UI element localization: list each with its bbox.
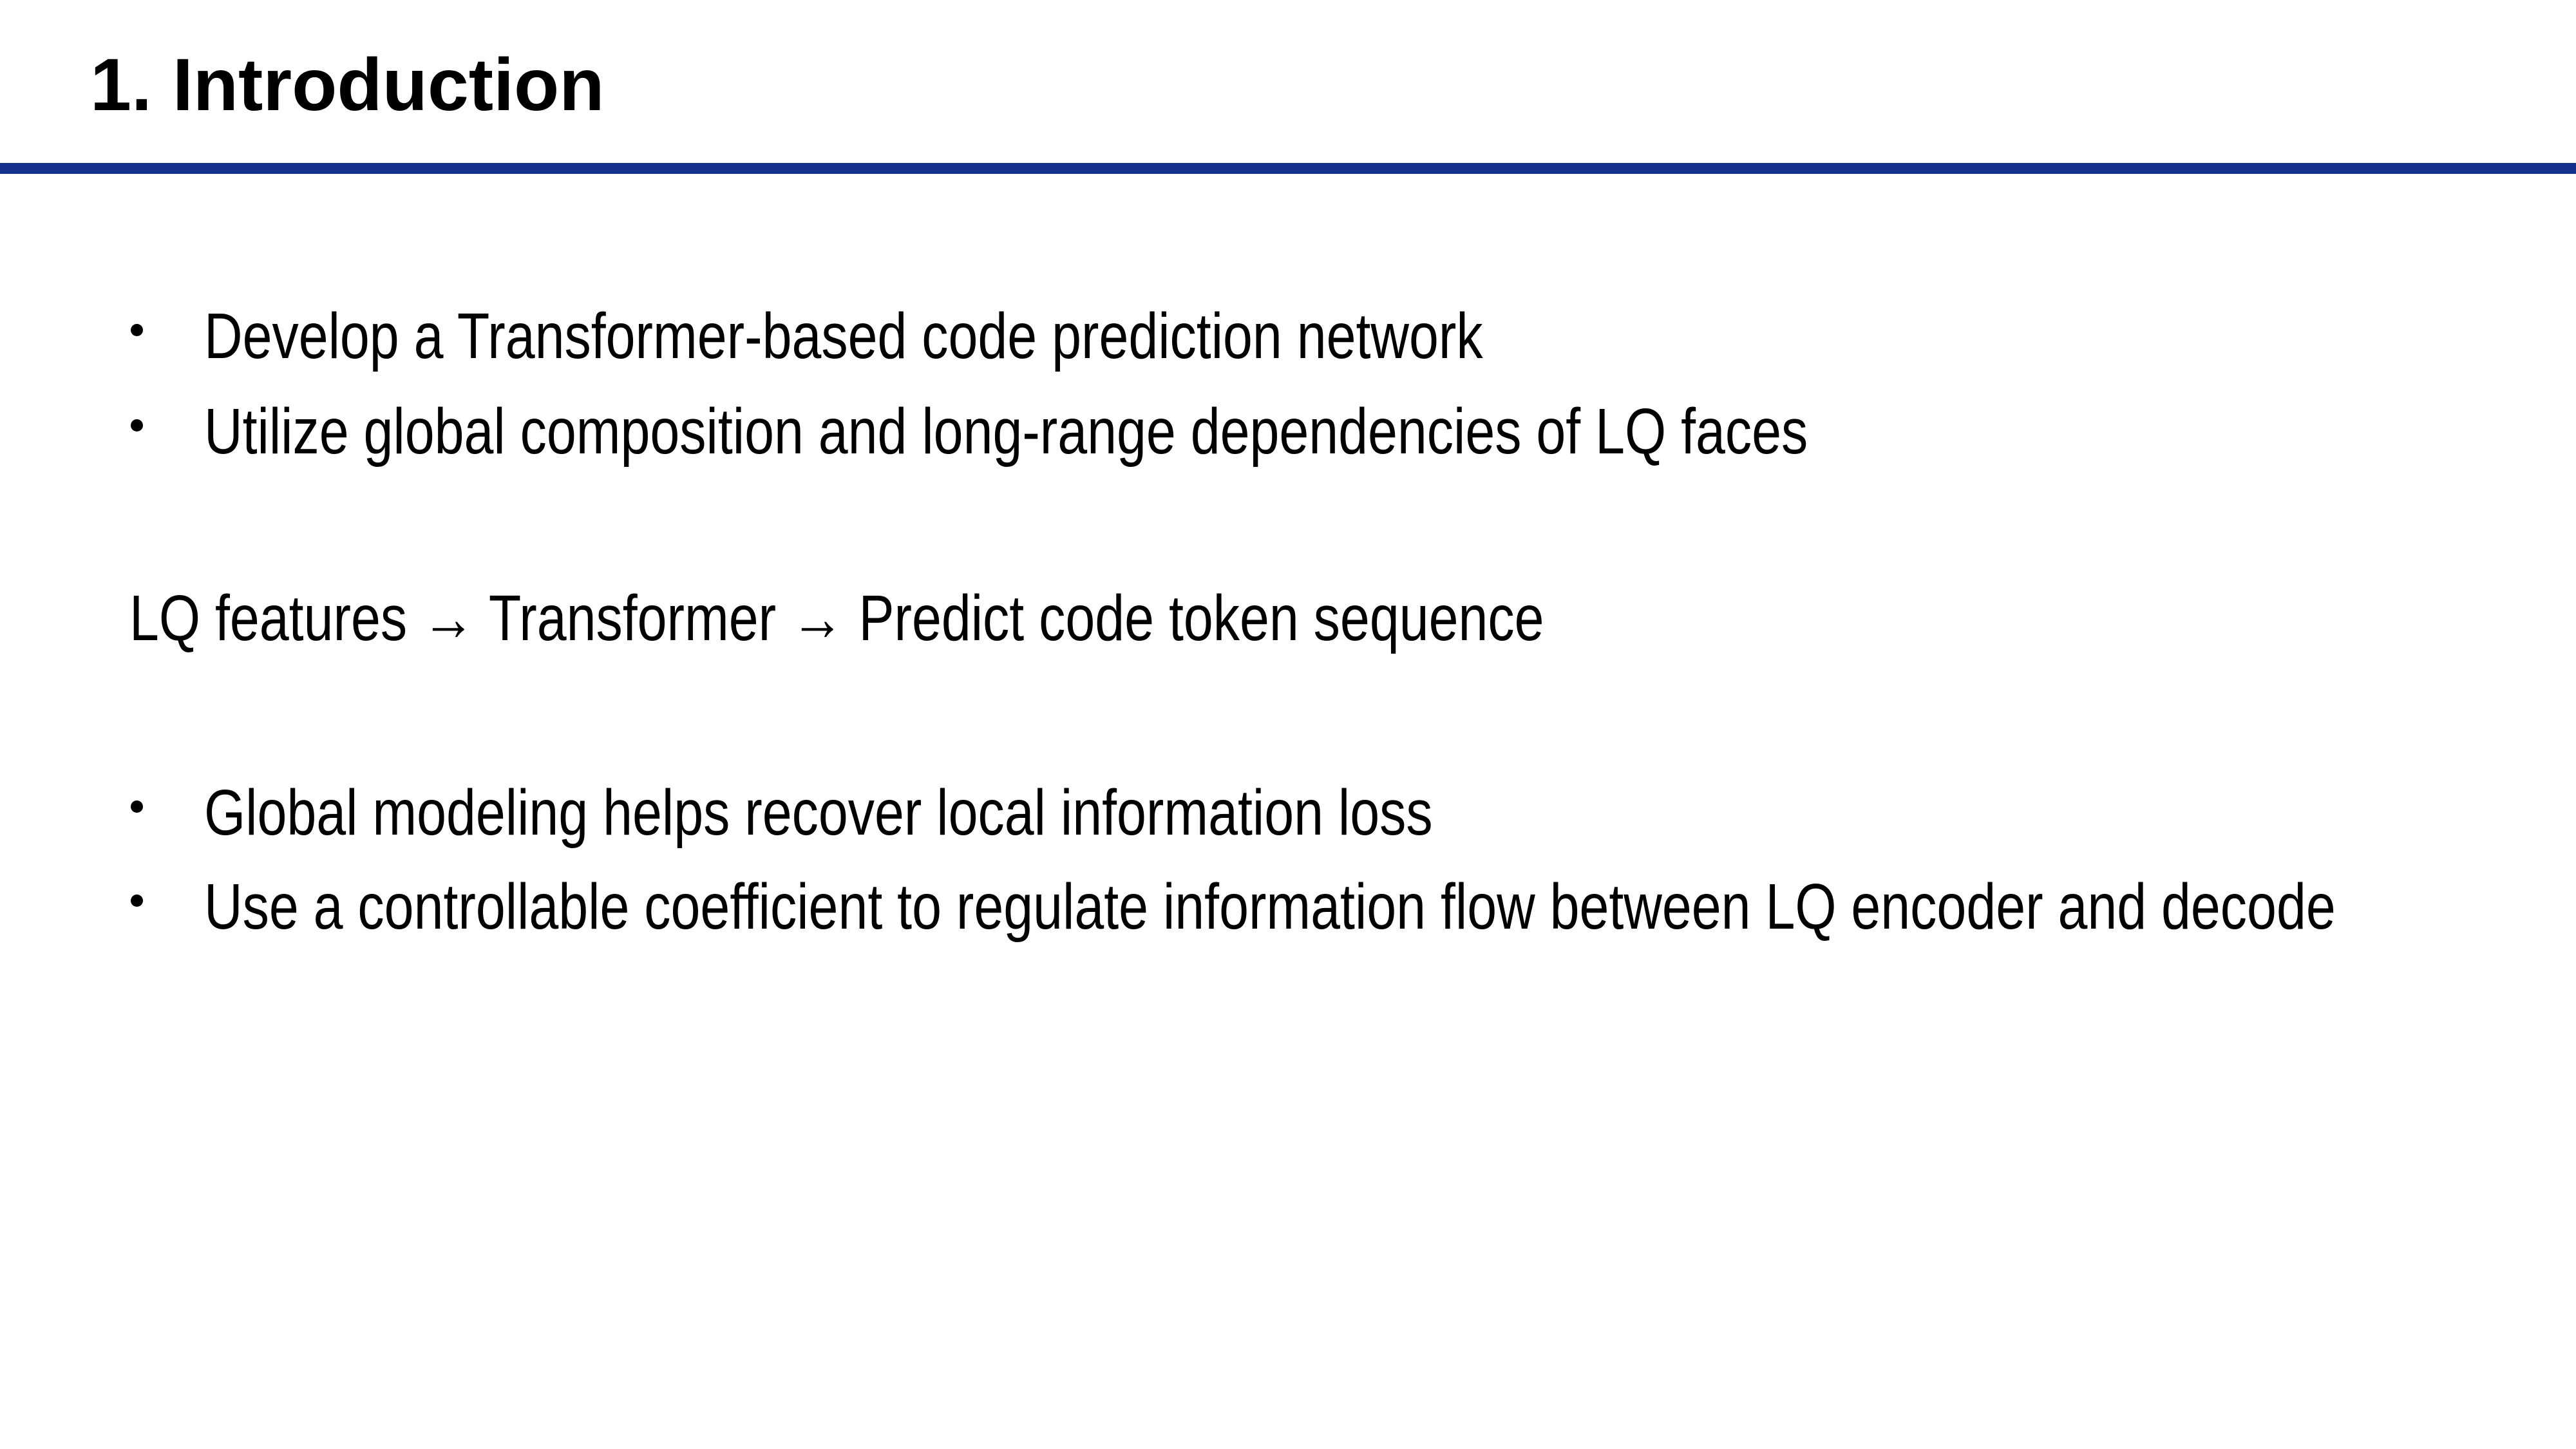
bullet-item: Utilize global composition and long-rang… [131,395,2148,469]
page-title: 1. Introduction [90,44,605,126]
bullet-text: Utilize global composition and long-rang… [204,395,1808,468]
bullet-dot-icon [131,419,143,431]
bullet-dot-icon [131,324,143,336]
bullet-text: Use a controllable coefficient to regula… [204,871,2336,943]
bullet-dot-icon [131,800,143,813]
flow-line: LQ features → Transformer → Predict code… [129,582,1544,654]
bullet-item: Global modeling helps recover local info… [131,776,1693,850]
bullet-text: Develop a Transformer-based code predict… [204,300,1483,372]
bullet-item: Develop a Transformer-based code predict… [131,299,1754,374]
bullet-text: Global modeling helps recover local info… [204,777,1433,849]
title-divider [0,163,2576,174]
bullet-item: Use a controllable coefficient to regula… [131,870,2576,944]
bullet-dot-icon [131,895,143,907]
